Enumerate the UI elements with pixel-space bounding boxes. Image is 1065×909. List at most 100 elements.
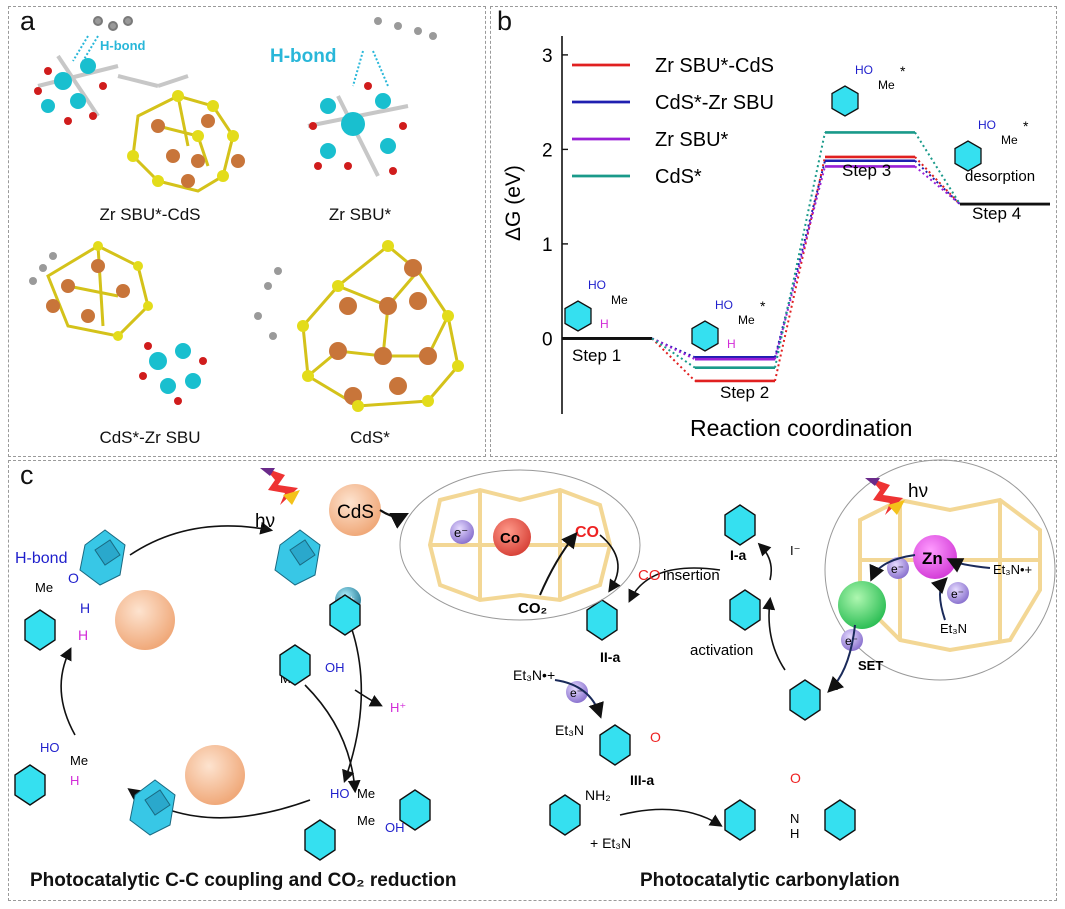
- hplus-label: H⁺: [390, 700, 406, 715]
- benzene-icon: [831, 85, 859, 117]
- iminus-label: I⁻: [790, 543, 800, 558]
- zr-cluster-1: [79, 529, 126, 586]
- electron-sphere-3: [887, 557, 909, 579]
- panel-b-label: b: [497, 6, 513, 36]
- zr-sbu-cds-structure: H-bond: [34, 16, 245, 193]
- cds-label: CdS: [337, 502, 374, 523]
- hv-label-right: hν: [908, 481, 928, 502]
- zn-porphyrin-bubble: [824, 459, 1056, 681]
- electron-sphere-1: [450, 520, 474, 544]
- me-label-3: Me: [70, 753, 88, 768]
- star-label: *: [760, 298, 766, 314]
- activation-label: activation: [690, 642, 753, 659]
- electron-label-5: e⁻: [845, 634, 858, 648]
- benzene-icon: [691, 320, 719, 352]
- me-label-1: Me: [35, 580, 53, 595]
- zr-cluster-3: [129, 779, 176, 836]
- caption-zr-sbu: Zr SBU*: [328, 205, 392, 224]
- ia-label: I-a: [730, 547, 747, 563]
- cds-sphere-3: [185, 745, 245, 805]
- zr-cluster-2: [274, 529, 321, 586]
- caption-cds-zr-sbu: CdS*-Zr SBU: [99, 428, 201, 447]
- panel-a-label: a: [20, 6, 36, 36]
- iiia-label: III-a: [630, 772, 654, 788]
- n-label-amide: N: [790, 811, 799, 826]
- co-insertion-label: insertion: [663, 567, 720, 584]
- h-label: H: [727, 337, 736, 351]
- o-label-amide: O: [790, 770, 801, 786]
- et3n-rad-label-1: Et₃N•+: [513, 667, 555, 683]
- connector: [774, 166, 826, 360]
- hbond-label-c: H-bond: [15, 550, 67, 567]
- connector: [914, 131, 961, 205]
- panel-a: [8, 6, 486, 457]
- benzene-rings: [14, 504, 856, 861]
- co2-label: CO₂: [518, 600, 547, 617]
- o-label-iiia: O: [650, 729, 661, 745]
- y-tick-label: 2: [542, 140, 553, 161]
- et3n-label-2: Et₃N: [940, 621, 967, 636]
- y-tick-label: 3: [542, 46, 553, 67]
- benzene-icon: [564, 300, 592, 332]
- lightning-icon: [260, 468, 300, 505]
- panel-b: [490, 6, 1057, 457]
- zn-metal-center: [913, 535, 957, 579]
- ho-label: HO: [715, 298, 733, 312]
- title-left: Photocatalytic C-C coupling and CO₂ redu…: [30, 870, 457, 891]
- zn-label: Zn: [922, 549, 943, 568]
- me-label: Me: [738, 313, 755, 327]
- connector: [774, 156, 826, 382]
- y-axis-title: ΔG (eV): [502, 165, 525, 241]
- connector: [774, 160, 826, 358]
- connector: [651, 337, 696, 382]
- me-label-4: Me: [357, 786, 375, 801]
- me-label: Me: [878, 78, 895, 92]
- h-label-amide: H: [790, 826, 799, 841]
- h-label-2: H: [78, 627, 88, 643]
- star-label: *: [900, 63, 906, 79]
- et3n-rad-label-2: Et₃N•+: [993, 562, 1032, 577]
- h-label: H: [600, 317, 609, 331]
- electron-sphere-2: [566, 681, 588, 703]
- co-metal-label: Co: [500, 530, 520, 547]
- connector: [774, 132, 826, 368]
- step-label: Step 1: [572, 346, 621, 365]
- ho-label-2: HO: [330, 786, 350, 801]
- ho-label: HO: [855, 63, 873, 77]
- caption-cds: CdS*: [350, 428, 390, 447]
- oh-label-2: OH: [385, 820, 405, 835]
- title-right: Photocatalytic carbonylation: [640, 870, 900, 891]
- hv-label-left: hν: [255, 511, 275, 532]
- legend-label: Zr SBU*-CdS: [655, 55, 774, 77]
- h-label-3: H: [70, 773, 79, 788]
- lightning-icon-2: [865, 478, 905, 515]
- set-label: SET: [858, 658, 883, 673]
- cds-sphere: [329, 484, 381, 536]
- et3n-label-1: Et₃N: [555, 722, 584, 738]
- y-tick-label: 1: [542, 235, 553, 256]
- connector: [914, 156, 961, 205]
- electron-label-3: e⁻: [891, 562, 904, 576]
- o-label-1: O: [68, 570, 79, 586]
- green-cluster: [838, 581, 886, 629]
- oh-label-1: OH: [325, 660, 345, 675]
- co-product-label: CO: [575, 524, 599, 541]
- panel-c-label: c: [20, 460, 34, 490]
- ho-label: HO: [978, 118, 996, 132]
- co-insertion-co: CO: [638, 567, 661, 584]
- electron-sphere-4: [947, 582, 969, 604]
- me-label: Me: [611, 293, 628, 307]
- desorption-label: desorption: [965, 168, 1035, 185]
- hbond-label-2: H-bond: [270, 46, 336, 67]
- panel-a-structures: H-bond H-bond: [29, 16, 464, 412]
- legend-label: Zr SBU*: [655, 129, 729, 151]
- h-label-1: H: [80, 600, 90, 616]
- co-porphyrin-bubble: [399, 469, 641, 621]
- connector: [914, 160, 961, 205]
- benzene-icon: [954, 140, 982, 172]
- nh2-label: NH₂: [585, 787, 611, 803]
- hbond-label-1: H-bond: [100, 38, 146, 53]
- caption-zr-sbu-cds: Zr SBU*-CdS: [99, 205, 201, 224]
